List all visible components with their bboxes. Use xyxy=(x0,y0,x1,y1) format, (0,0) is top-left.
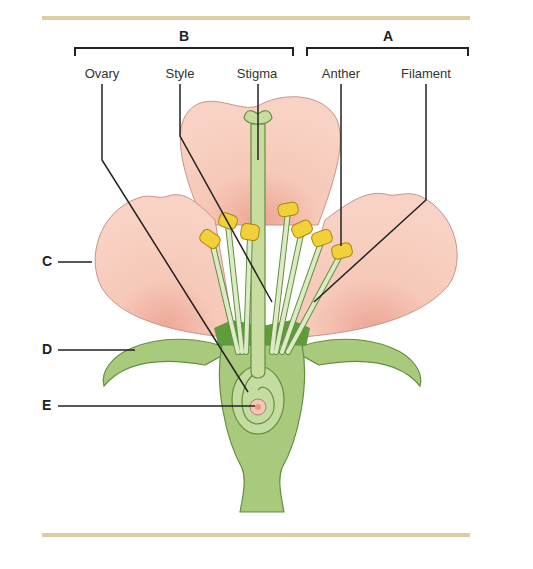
part-label: Ovary xyxy=(85,66,120,81)
callout-letter: B xyxy=(179,29,189,44)
part-label: Stigma xyxy=(237,66,277,81)
ovule xyxy=(250,399,266,415)
callout-letter: D xyxy=(42,342,52,357)
callout-letter: C xyxy=(42,254,52,269)
ovule-core xyxy=(255,404,261,410)
style xyxy=(251,124,265,378)
part-label: Style xyxy=(166,66,195,81)
bottom-rule xyxy=(42,533,470,537)
bracket xyxy=(307,48,468,56)
sepal xyxy=(103,339,232,386)
sepal xyxy=(292,339,421,386)
ovary-wall xyxy=(242,372,274,424)
leader-lines xyxy=(58,84,426,406)
callout-letter: E xyxy=(42,398,51,413)
top-rule xyxy=(42,16,470,20)
filaments xyxy=(212,212,342,352)
petal xyxy=(95,195,235,338)
part-label: Anther xyxy=(322,66,360,81)
callout-letter: A xyxy=(383,29,393,44)
bracket xyxy=(75,48,293,56)
part-label: Filament xyxy=(401,66,451,81)
